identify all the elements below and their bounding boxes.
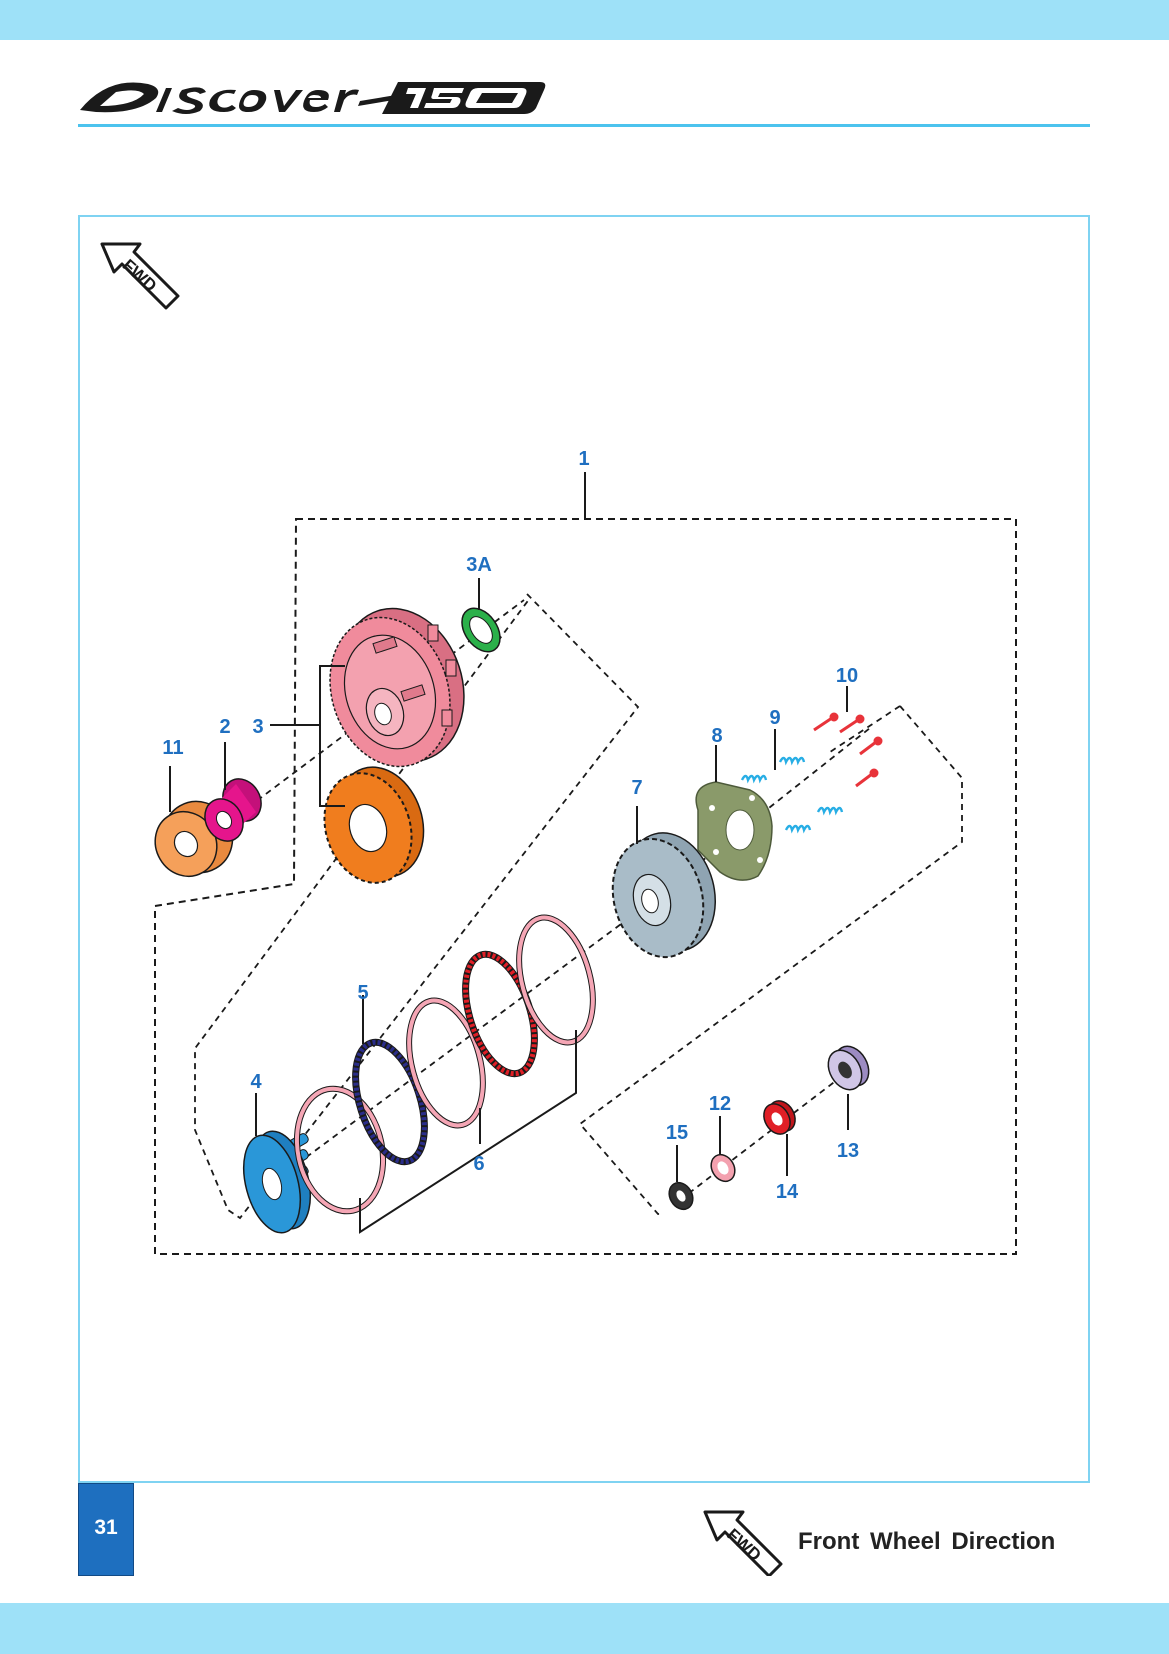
callout-5: 5 [357, 982, 368, 1004]
part-7-clutch-hub [611, 832, 716, 959]
bearing-group-outline [578, 705, 963, 1215]
page-number: 31 [94, 1516, 118, 1539]
part-2-bush [204, 778, 262, 842]
callout-10: 10 [836, 665, 858, 687]
diagram-frame [78, 215, 1090, 1483]
callout-4: 4 [250, 1071, 262, 1093]
callout-13: 13 [837, 1140, 859, 1162]
part-3-primary-gear [323, 766, 425, 884]
callout-9: 9 [769, 707, 780, 729]
part-9-springs [740, 756, 844, 834]
callout-15: 15 [666, 1122, 688, 1144]
header-rule [78, 124, 1090, 127]
callout-12: 12 [709, 1093, 731, 1115]
callout-6: 6 [473, 1153, 484, 1175]
discover-150-logo [80, 82, 546, 114]
hub-group-outline [194, 593, 640, 1220]
callout-2: 2 [219, 716, 230, 738]
callout-3a: 3A [466, 554, 492, 576]
part-6-plain-plate-c [516, 914, 596, 1046]
part-6-plain-plate-a [293, 1085, 387, 1215]
callout-14: 14 [776, 1181, 799, 1203]
fwd-legend: FWD Front Wheel Direction [703, 1506, 1093, 1576]
callout-8: 8 [711, 725, 722, 747]
fwd-arrow-icon: FWD [703, 1510, 783, 1576]
callout-11: 11 [162, 737, 183, 759]
page-number-badge: 31 [78, 1483, 134, 1576]
part-3-clutch-housing [329, 607, 465, 768]
part-15-washer [668, 1181, 694, 1211]
top-color-band [0, 0, 1169, 40]
part-13-bearing [827, 1045, 870, 1091]
callout-3: 3 [252, 716, 263, 738]
part-12-washer [710, 1153, 736, 1183]
fwd-badge-icon: FWD [100, 242, 180, 310]
part-6-plain-plate-b [406, 997, 486, 1129]
part-3a-thrust-washer [461, 607, 501, 653]
callout-7: 7 [631, 777, 642, 799]
legend-label: Front Wheel Direction [798, 1528, 1056, 1555]
part-10-bolts [813, 712, 883, 788]
assembly-outline [154, 518, 1017, 1255]
part-14-nut [763, 1100, 796, 1135]
callout-1: 1 [578, 448, 589, 470]
bottom-color-band [0, 1603, 1169, 1654]
part-8-lifter-plate [695, 781, 773, 881]
